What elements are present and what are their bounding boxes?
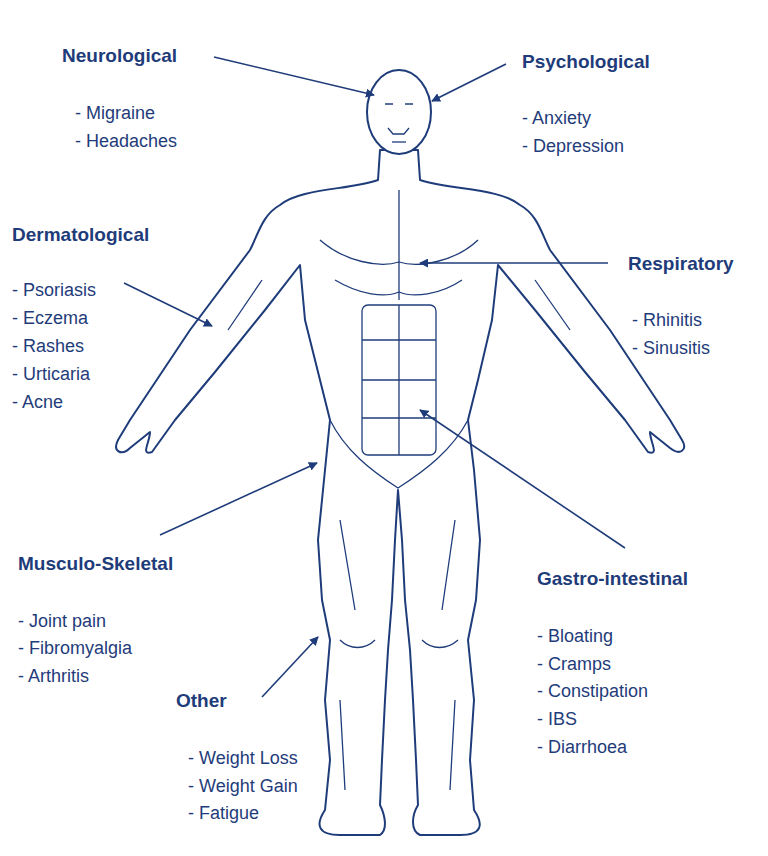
symptom-item: - Headaches [75,129,177,153]
muscle-lines [228,104,570,790]
symptom-item: - Cramps [537,652,611,676]
symptom-item: - Sinusitis [632,336,710,360]
category-heading: Psychological [522,50,650,74]
symptom-item: - Weight Gain [188,774,298,798]
symptom-item: - Weight Loss [188,746,298,770]
symptom-item: - Arthritis [18,664,89,688]
leader-arrow [124,283,212,326]
symptom-item: - Rhinitis [632,308,702,332]
symptom-item: - Fibromyalgia [18,636,132,660]
leader-arrow [432,64,506,101]
symptom-item: - Psoriasis [12,278,96,302]
leader-arrow [160,463,317,535]
category-heading: Gastro-intestinal [537,567,688,591]
leader-arrow [262,637,318,697]
leader-arrow [420,410,625,548]
symptom-item: - Bloating [537,624,613,648]
leader-arrow [420,262,608,264]
symptom-item: - Diarrhoea [537,735,627,759]
symptom-item: - IBS [537,707,577,731]
symptom-item: - Fatigue [188,801,259,825]
symptom-item: - Eczema [12,306,88,330]
category-heading: Dermatological [12,223,149,247]
symptom-item: - Constipation [537,679,648,703]
symptom-item: - Migraine [75,101,155,125]
symptom-item: - Joint pain [18,609,106,633]
symptom-item: - Urticaria [12,362,90,386]
symptom-item: - Rashes [12,334,84,358]
category-heading: Neurological [62,44,177,68]
symptom-item: - Anxiety [522,106,591,130]
category-heading: Respiratory [628,252,734,276]
body-outline [116,150,684,835]
head-outline [367,70,431,154]
leader-arrow [214,57,374,95]
symptom-item: - Depression [522,134,624,158]
symptom-item: - Acne [12,390,63,414]
category-heading: Musculo-Skeletal [18,552,173,576]
category-heading: Other [176,689,227,713]
